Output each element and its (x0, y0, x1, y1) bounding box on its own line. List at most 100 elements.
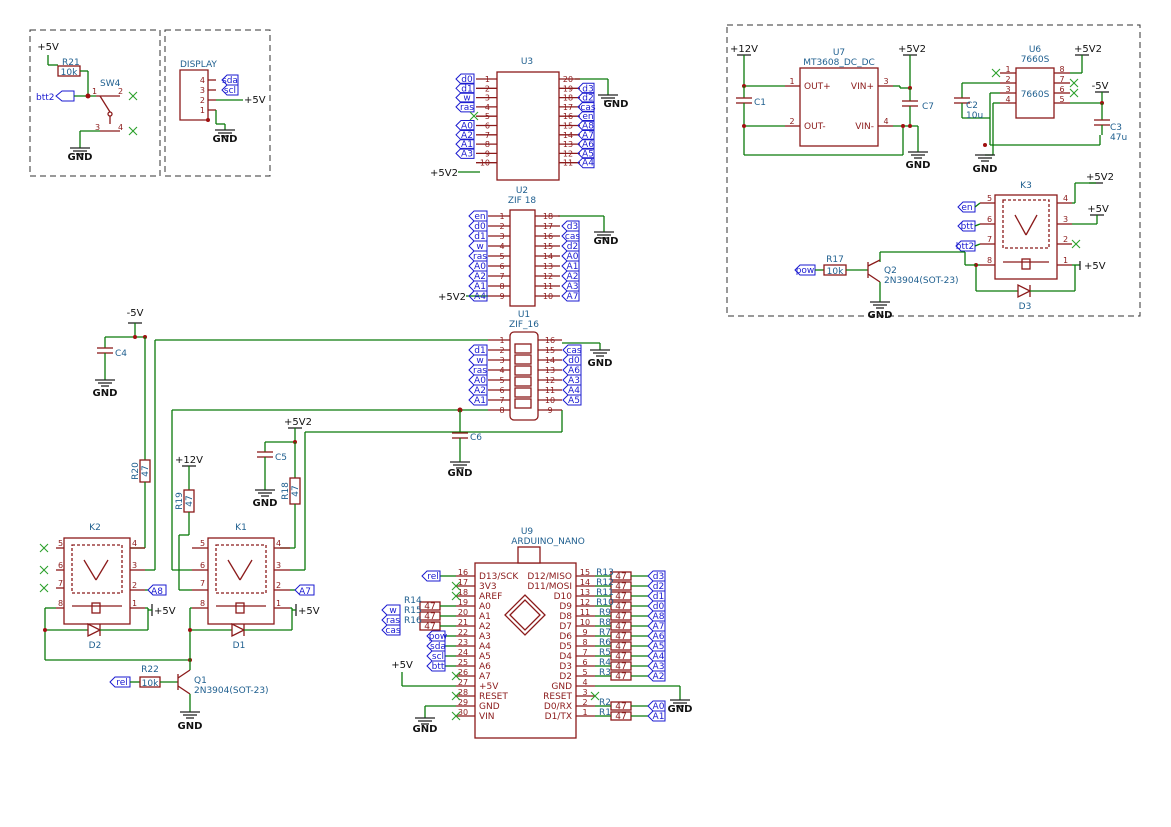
u6-pin-number: 2 (1005, 75, 1010, 84)
u3-net-label: A1 (461, 140, 473, 150)
u3-pin-number: 18 (563, 94, 573, 103)
gnd-label: GND (253, 498, 278, 509)
u9-pin-name: A6 (479, 662, 491, 672)
u3-pin-number: 15 (563, 122, 573, 131)
resistor-ref: R3 (599, 668, 611, 678)
u3-net-label-flag (455, 120, 475, 131)
arduino-net-label: w (389, 606, 396, 616)
resistor-value: 47 (615, 632, 626, 642)
arduino-net-label: cas (385, 626, 400, 636)
u9-pin-name: A4 (479, 642, 491, 652)
u3-pin-number: 4 (485, 103, 490, 112)
u2-pin-number: 10 (543, 292, 553, 301)
schematic-static-graphics (29, 24, 1141, 739)
u3-net-label-flag (455, 82, 475, 94)
k3-pin-number: 5 (987, 194, 992, 203)
u2-net-label: cas (565, 232, 580, 242)
no-connect-mark (590, 691, 600, 701)
k3-pin-number: 3 (1063, 215, 1068, 224)
u2-pin-number: 3 (499, 232, 504, 241)
gnd-label: GND (594, 236, 619, 247)
u3-pin-number: 3 (485, 94, 490, 103)
arduino-net-label-flag (381, 604, 401, 616)
sw4-pin-number: 3 (95, 123, 100, 132)
u3-net-label-flag (455, 147, 475, 159)
arduino-net-label-flag (647, 580, 666, 592)
u7-value: MT3608_DC_DC (803, 58, 875, 68)
resistor-ref: R4 (599, 658, 611, 668)
u3-pin-number: 8 (485, 140, 490, 149)
no-connect-mark (991, 68, 1001, 78)
net-btt2: btt2 (36, 93, 55, 103)
u9-pin-number: 26 (458, 668, 468, 677)
u6-pin-number: 7 (1059, 75, 1064, 84)
arduino-net-label: A5 (653, 642, 665, 652)
u2-pin-number: 17 (543, 222, 553, 231)
u2-pin-number: 9 (499, 292, 504, 301)
u9-pin-number: 5 (582, 668, 587, 677)
gnd-label: GND (213, 134, 238, 145)
u1-pin-number: 16 (545, 336, 555, 345)
k1-pin-number: 5 (200, 539, 205, 548)
arduino-net-label-flag (647, 590, 666, 602)
u9-pin-name: D0/RX (544, 702, 572, 712)
power-label: +5V (154, 606, 176, 617)
resistor-ref: R14 (404, 596, 422, 606)
resistor-ref: R7 (599, 628, 611, 638)
power-label: +5V (298, 606, 320, 617)
net-a7: A7 (299, 587, 311, 597)
net-rel: rel (116, 678, 128, 688)
k2-pin-number: 1 (132, 599, 137, 608)
resistor-value: 47 (424, 612, 435, 622)
r19-ref: R19 (175, 492, 185, 510)
resistor-ref: R5 (599, 648, 611, 658)
q1-value: 2N3904(SOT-23) (194, 686, 269, 696)
net-scl: scl (224, 86, 236, 96)
u1-net-label-flag (562, 394, 582, 406)
u1-pin-number: 9 (547, 406, 552, 415)
u3-net-label: A6 (582, 140, 594, 150)
resistor-value: 47 (615, 592, 626, 602)
u9-pin-number: 22 (458, 628, 468, 637)
u3-net-label: d1 (461, 84, 472, 94)
c3-ref: C3 (1110, 123, 1122, 133)
u3-pin-number: 7 (485, 131, 490, 140)
u1-net-label-flag (562, 384, 582, 396)
u9-pin-name: A3 (479, 632, 491, 642)
u6-pin-number: 5 (1059, 95, 1064, 104)
u9-pin-name: D7 (559, 622, 572, 632)
u2-net-label-flag (468, 270, 488, 282)
u9-pin-number: 2 (582, 698, 587, 707)
power-label: +12V (175, 455, 203, 466)
arduino-net-label-flag (647, 670, 666, 682)
u2-value: ZIF 18 (508, 196, 537, 206)
r22-ref: R22 (141, 665, 159, 675)
r18-ref: R18 (281, 482, 291, 500)
arduino-net-label: A4 (653, 652, 665, 662)
u3-pin-number: 20 (563, 75, 573, 84)
k1-pin-number: 1 (276, 599, 281, 608)
k2-pin-number: 4 (132, 539, 137, 548)
c2-ref: C2 (966, 101, 978, 111)
u2-net-label: ras (473, 252, 487, 262)
arduino-net-label: btt (432, 662, 445, 672)
u9-pin-number: 14 (580, 578, 590, 587)
r21-ref: R21 (62, 58, 80, 68)
no-connect-mark (1071, 239, 1081, 249)
u2-net-label-flag (468, 250, 488, 262)
u1-value: ZIF_16 (509, 320, 539, 330)
k1-pin-number: 4 (276, 539, 281, 548)
net-en: en (961, 203, 972, 213)
arduino-net-label-flag (647, 630, 666, 642)
u2-net-label: A2 (474, 272, 486, 282)
arduino-net-label: A6 (653, 632, 665, 642)
u9-pin-number: 6 (582, 658, 587, 667)
u2-net-label-flag (561, 290, 580, 302)
no-connect-mark (39, 565, 49, 575)
u9-pin-number: 24 (458, 648, 468, 657)
gnd-label: GND (668, 704, 693, 715)
power-label: +5V (391, 660, 413, 671)
u3-net-label: A8 (582, 122, 594, 132)
u6-pin-number: 6 (1059, 85, 1064, 94)
arduino-net-label-flag (647, 610, 666, 622)
